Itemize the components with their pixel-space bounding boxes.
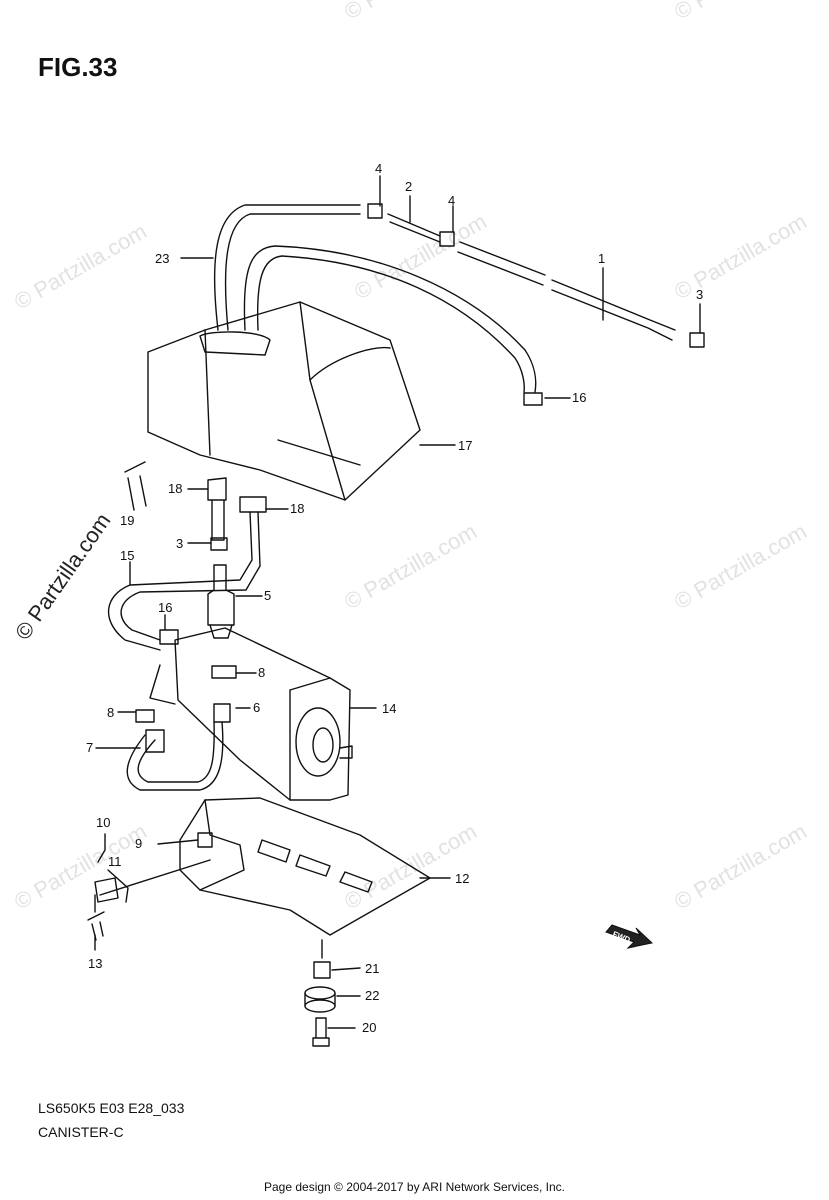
callout-14: 14 [382, 701, 396, 716]
callout-13: 13 [88, 956, 102, 971]
callout-16-lower: 16 [158, 600, 172, 615]
forward-arrow: FWD [605, 924, 654, 949]
callout-labels: 23 4 2 4 1 3 16 17 18 18 19 3 15 5 16 8 … [86, 161, 703, 1035]
callout-6: 6 [253, 700, 260, 715]
watermark: © Partzilla.com [670, 0, 811, 24]
screw-13 [87, 911, 105, 941]
valve-5 [207, 564, 235, 626]
figure-title: FIG.33 [38, 52, 118, 82]
callout-4-left: 4 [375, 161, 382, 176]
clamp-4-right [439, 231, 455, 247]
callout-21: 21 [365, 961, 379, 976]
callout-8-upper: 8 [258, 665, 265, 680]
clamp-8-upper [211, 665, 237, 679]
watermark: © Partzilla.com [670, 819, 811, 915]
watermark: © Partzilla.com [10, 219, 151, 315]
callout-5: 5 [264, 588, 271, 603]
callout-11: 10 [96, 815, 110, 830]
callout-15: 15 [120, 548, 134, 563]
clamp-16-top [523, 392, 543, 406]
watermark: © Partzilla.com [340, 0, 481, 24]
collar-21 [313, 961, 331, 979]
callout-1: 1 [598, 251, 605, 266]
clamp-4-left [367, 203, 383, 219]
watermark: © Partzilla.com [340, 519, 481, 615]
watermark-layer: © Partzilla.com © Partzilla.com © Partzi… [10, 0, 811, 914]
clamp-11-12 [94, 869, 129, 903]
hose-15 [108, 511, 253, 651]
callout-10: 9 [135, 836, 142, 851]
charcoal-canister-14 [174, 627, 351, 801]
callout-20: 20 [362, 1020, 376, 1035]
model-code: LS650K5 E03 E28_033 [38, 1100, 185, 1116]
watermark: © Partzilla.com [670, 209, 811, 305]
fitting-6 [213, 703, 231, 723]
clamp-16-lower [159, 629, 179, 645]
callout-23: 23 [155, 251, 169, 266]
hose-7 [126, 721, 224, 791]
callout-8-lower: 8 [107, 705, 114, 720]
watermark: © Partzilla.com [670, 519, 811, 615]
callout-17: 17 [458, 438, 472, 453]
callout-16-top: 16 [572, 390, 586, 405]
grommet-18-right [239, 496, 267, 513]
hose-1-front [457, 241, 546, 286]
grommet-18-left [207, 477, 227, 541]
section-name: CANISTER-C [38, 1124, 124, 1140]
clamp-3-top [689, 332, 705, 348]
cushion-22 [304, 986, 336, 1000]
canister-body-17 [147, 301, 421, 501]
bolt-20 [312, 1017, 330, 1047]
hose-to-clamp-16 [243, 245, 537, 393]
callout-4-right: 4 [448, 193, 455, 208]
callout-2: 2 [405, 179, 412, 194]
pipe-2 [387, 213, 441, 243]
hose-23 [213, 204, 361, 331]
callout-3-top: 3 [696, 287, 703, 302]
callout-19: 19 [120, 513, 134, 528]
hose-7-end [145, 729, 165, 753]
callout-9: 12 [455, 871, 469, 886]
callout-18-left: 18 [168, 481, 182, 496]
watermark: © Partzilla.com [10, 819, 151, 915]
clamp-8-lower [135, 709, 155, 723]
bracket-9 [179, 797, 431, 936]
callout-22: 22 [365, 988, 379, 1003]
clamp-3-mid [210, 537, 228, 551]
hose-1-rear [551, 279, 676, 341]
page-credits: Page design © 2004-2017 by ARI Network S… [263, 1180, 565, 1194]
callout-3-mid: 3 [176, 536, 183, 551]
callout-18-right: 18 [290, 501, 304, 516]
callout-7: 7 [86, 740, 93, 755]
screw-19 [124, 461, 147, 511]
callout-12: 11 [108, 854, 122, 869]
